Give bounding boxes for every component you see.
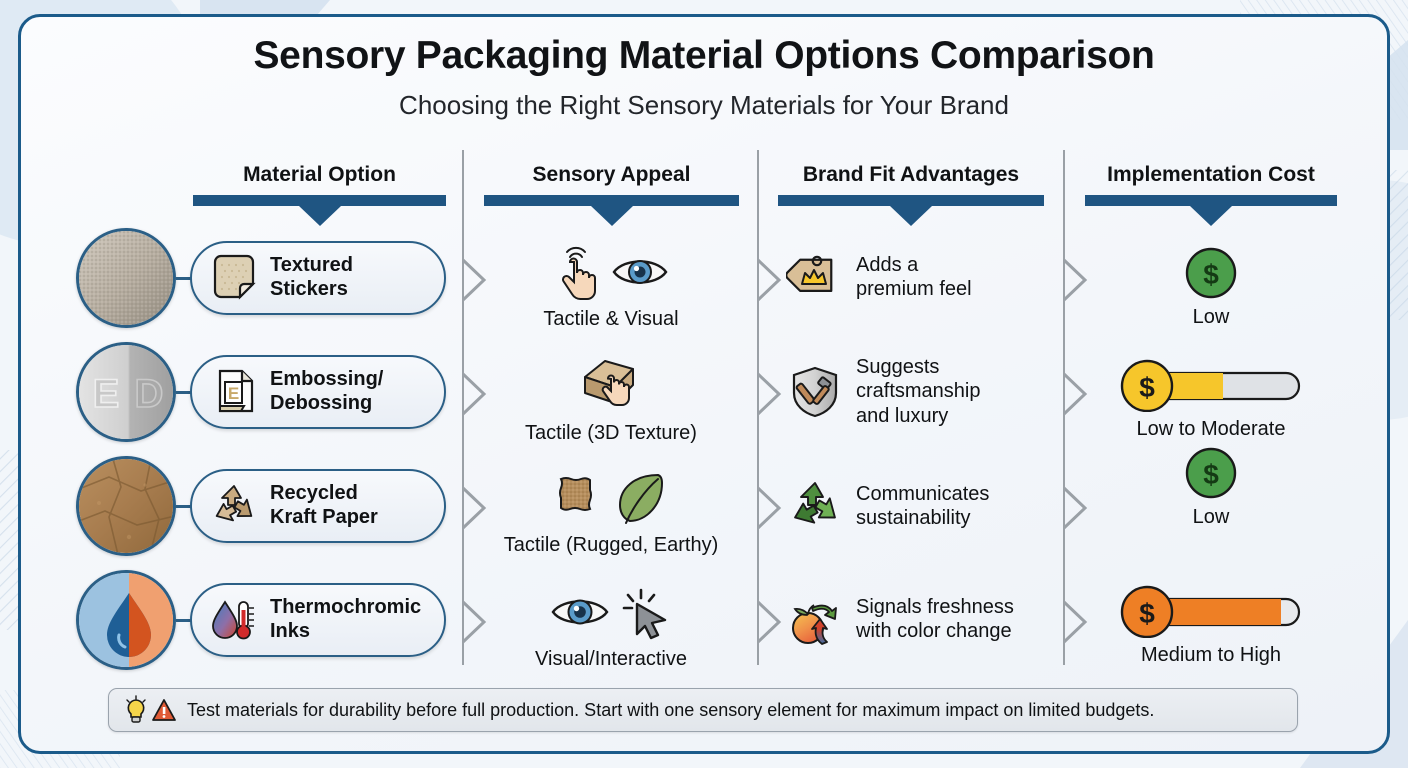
column-divider-3 (1063, 150, 1065, 665)
recycle-green-icon (794, 482, 836, 524)
svg-text:$: $ (1203, 259, 1219, 290)
shield-hammer-icon (792, 366, 838, 417)
brand-cell-row-3: Communicates sustainability (786, 477, 1056, 535)
column-header-bar (484, 195, 739, 206)
sensory-cell-row-2: Tactile (3D Texture) (477, 354, 745, 445)
brand-text: Signals freshness with color change (856, 595, 1014, 642)
sensory-label: Tactile (Rugged, Earthy) (503, 534, 719, 556)
footer-note: Test materials for durability before ful… (108, 688, 1298, 732)
material-pill-textured-stickers[interactable]: Textured Stickers (190, 241, 446, 315)
svg-text:$: $ (1203, 459, 1219, 490)
sticker-icon (213, 254, 256, 300)
page-subtitle: Choosing the Right Sensory Materials for… (399, 90, 1009, 120)
material-thumbnail (76, 570, 176, 670)
material-pill-embossing-debossing[interactable]: E Embossing/ Debossing (190, 355, 446, 429)
green-dollar-coin-icon: $ (1185, 247, 1237, 299)
material-pill-recycled-kraft-paper[interactable]: Recycled Kraft Paper (190, 469, 446, 543)
material-pill-thermochromic-inks[interactable]: Thermochromic Inks (190, 583, 446, 657)
column-header-label: Sensory Appeal (532, 163, 691, 186)
cost-indicator: $ (1085, 354, 1337, 416)
footer-icon-group (123, 695, 177, 725)
cost-label: Low to Moderate (1136, 418, 1286, 440)
cost-cell-row-2: $ Low to Moderate (1085, 354, 1337, 441)
brand-text: Adds a premium feel (856, 253, 972, 300)
footer-text: Test materials for durability before ful… (187, 699, 1155, 720)
column-header-brand-fit-advantages: Brand Fit Advantages (778, 163, 1044, 206)
material-pill-label: Recycled Kraft Paper (270, 482, 378, 528)
svg-text:$: $ (1139, 598, 1155, 629)
column-header-bar (1085, 195, 1337, 206)
column-header-bar (193, 195, 446, 206)
brand-cell-row-4: Signals freshness with color change (786, 590, 1056, 648)
material-thumbnail: E D (76, 342, 176, 442)
lightbulb-icon (126, 695, 146, 723)
sensory-cell-row-4: Visual/Interactive (477, 580, 745, 671)
cost-indicator: $ (1085, 442, 1337, 504)
leaf-icon (618, 473, 664, 524)
touch-hand-icon (561, 246, 596, 300)
sensory-icon-group (477, 240, 745, 304)
kraft-paper-swatch-icon (79, 459, 173, 553)
column-header-label: Material Option (243, 163, 396, 186)
brand-text: Communicates sustainability (856, 482, 990, 529)
sensory-label: Tactile (3D Texture) (525, 422, 697, 444)
column-header-label: Brand Fit Advantages (802, 163, 1020, 186)
recycle-icon (215, 485, 253, 522)
sensory-icon-group (477, 580, 745, 644)
sensory-label: Tactile & Visual (543, 308, 679, 330)
material-thumbnail (76, 228, 176, 328)
cost-label: Low (1192, 506, 1230, 528)
material-pill-label: Embossing/ Debossing (270, 368, 384, 414)
price-tag-crown-icon (786, 255, 833, 292)
droplet-thermometer-icon (212, 600, 254, 640)
svg-text:$: $ (1139, 372, 1155, 403)
material-connector (176, 505, 200, 508)
material-thumbnail (76, 456, 176, 556)
embossed-letters-ed-icon: E D (79, 345, 173, 439)
cost-label: Medium to High (1140, 644, 1282, 666)
material-connector (176, 619, 200, 622)
column-header-bar (778, 195, 1044, 206)
peach-color-change-icon (792, 604, 837, 645)
column-header-material-option: Material Option (193, 163, 446, 206)
column-divider-1 (462, 150, 464, 665)
brand-cell-row-2: Suggests craftsmanship and luxury (786, 355, 1056, 428)
column-divider-2 (757, 150, 759, 665)
svg-text:E: E (93, 372, 120, 416)
cost-cell-row-3: $ Low (1085, 442, 1337, 529)
material-connector (176, 391, 200, 394)
sensory-icon-group (477, 354, 745, 418)
page-title: Sensory Packaging Material Options Compa… (253, 34, 1155, 77)
sensory-icon-group (477, 466, 745, 530)
cost-cell-row-4: $ Medium to High (1085, 580, 1337, 667)
cost-indicator: $ (1085, 580, 1337, 642)
green-dollar-coin-icon: $ (1185, 447, 1237, 499)
sensory-cell-row-3: Tactile (Rugged, Earthy) (477, 466, 745, 557)
cost-indicator: $ (1085, 242, 1337, 304)
document-embossed-e-icon: E (218, 369, 254, 413)
textured-surface-swatch-icon (79, 231, 173, 325)
warning-triangle-icon (152, 699, 176, 721)
cost-meter-low-to-moderate: $ (1120, 359, 1301, 412)
sensory-label: Visual/Interactive (535, 648, 687, 670)
svg-text:D: D (135, 372, 164, 416)
material-pill-label: Textured Stickers (270, 254, 353, 300)
material-pill-label: Thermochromic Inks (270, 596, 422, 642)
eye-icon (612, 260, 668, 284)
material-connector (176, 277, 200, 280)
column-header-implementation-cost: Implementation Cost (1085, 163, 1337, 206)
brand-cell-row-1: Adds a premium feel (786, 248, 1056, 306)
click-cursor-icon (622, 588, 667, 640)
sensory-cell-row-1: Tactile & Visual (477, 240, 745, 331)
column-header-sensory-appeal: Sensory Appeal (484, 163, 739, 206)
svg-text:E: E (228, 384, 239, 403)
cost-meter-medium-to-high: $ (1120, 585, 1301, 638)
box-3d-touch-icon (584, 360, 634, 407)
cost-cell-row-1: $ Low (1085, 242, 1337, 329)
brand-text: Suggests craftsmanship and luxury (856, 356, 981, 427)
eye-icon (551, 599, 609, 625)
kraft-square-icon (559, 477, 592, 511)
cost-label: Low (1192, 306, 1230, 328)
column-header-label: Implementation Cost (1107, 163, 1315, 186)
